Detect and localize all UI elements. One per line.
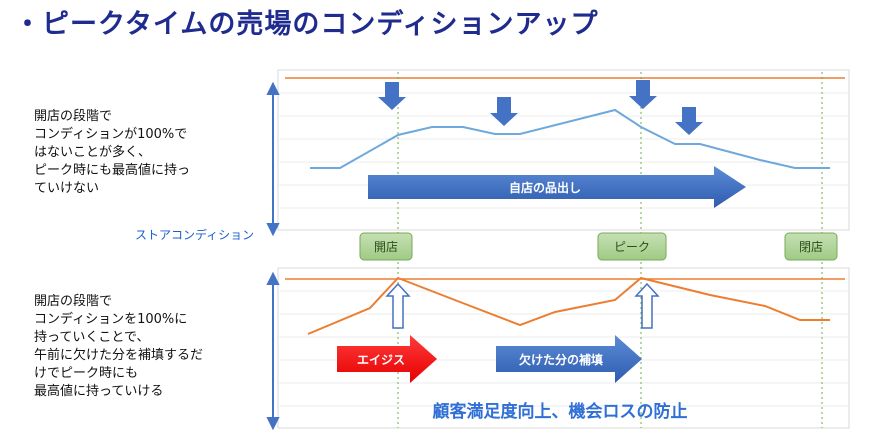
down-arrow-1 [378,82,406,110]
top-condition-line [310,108,830,169]
restock-arrow-label: 自店の品出し [509,180,581,195]
down-arrow-4 [675,107,703,135]
axis-label-store-condition: ストアコンディション [135,228,255,242]
top-axis-arrow [266,81,280,237]
marker-open: 開店 [359,232,413,261]
page-title: ・ピークタイムの売場のコンディションアップ [14,9,599,40]
compensation-arrow-label: 欠けた分の補填 [519,352,603,367]
top-panel-frame [277,69,850,231]
aegis-arrow-label: エイジス [357,353,405,367]
up-arrow-open [385,282,411,329]
up-arrow-peak [634,282,660,329]
down-arrows [378,80,703,135]
conclusion-text: 顧客満足度向上、機会ロスの防止 [433,401,688,422]
marker-close: 閉店 [784,232,838,261]
svg-text:開店: 開店 [374,240,398,254]
bottom-condition-line [307,276,830,335]
svg-text:閉店: 閉店 [799,240,823,254]
down-arrow-3 [629,80,657,109]
svg-text:ピーク: ピーク [614,240,650,254]
aegis-arrow [337,335,437,383]
top-description: 開店の段階で コンディションが100%で はないことが多く、 ピーク時にも最高値… [34,109,191,196]
up-arrows [385,282,660,329]
restock-arrow [368,166,746,208]
down-arrow-2 [490,97,518,126]
bottom-axis-arrow [266,271,280,431]
bottom-description: 開店の段階で コンディションを100%に 持っていくことで、 午前に欠けた分を補… [34,294,204,399]
compensation-arrow [496,335,642,383]
marker-peak: ピーク [597,232,667,261]
